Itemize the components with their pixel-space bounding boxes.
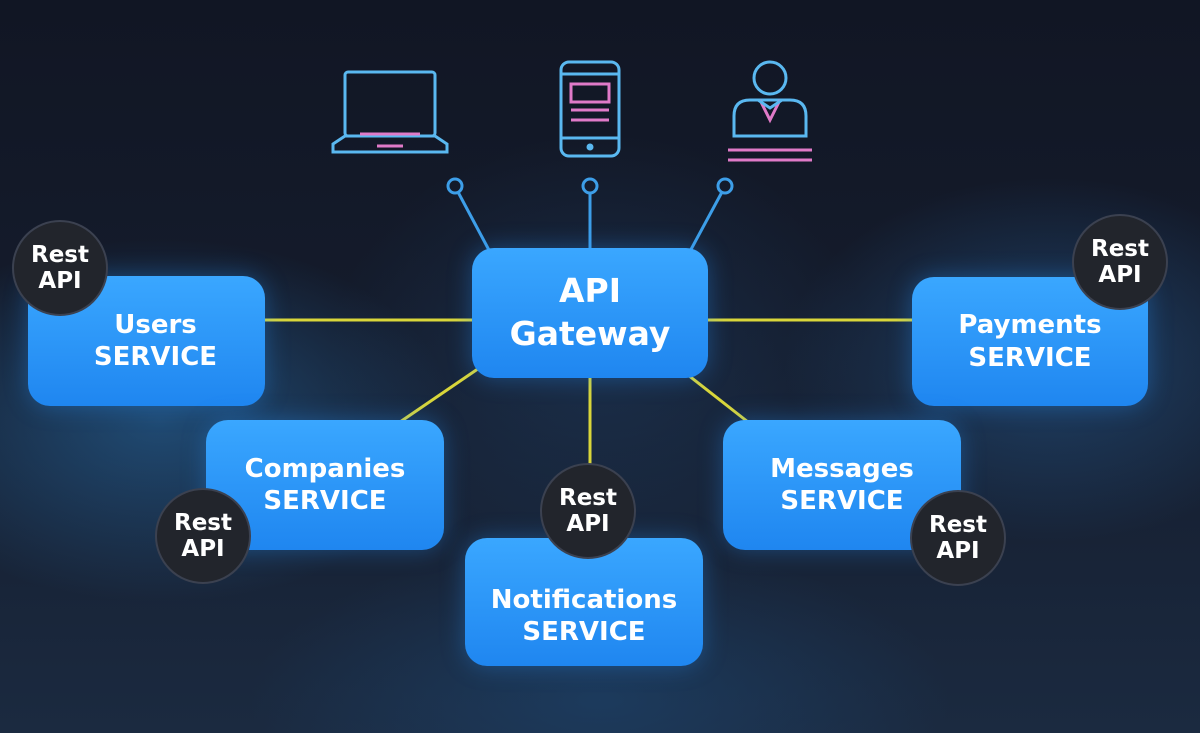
client-node-user	[716, 177, 734, 195]
companies-service-kind: SERVICE	[263, 486, 387, 516]
api-gateway-box: API Gateway	[472, 248, 708, 378]
payments-service-kind: SERVICE	[968, 342, 1092, 373]
companies-service-name: Companies	[244, 453, 406, 484]
rest-api-badge-messages: Rest API	[910, 490, 1006, 586]
notifications-service-kind: SERVICE	[522, 617, 646, 647]
notifications-service-box: Notifications SERVICE	[465, 538, 703, 666]
rest-api-badge-companies: Rest API	[155, 488, 251, 584]
connector-companies	[399, 360, 489, 424]
smartphone-icon	[559, 60, 621, 158]
connector-messages	[687, 373, 749, 424]
payments-service-name: Payments	[958, 310, 1102, 340]
messages-service-name: Messages	[770, 453, 914, 484]
client-node-laptop	[446, 177, 464, 195]
client-node-phone	[581, 177, 599, 195]
gateway-line1: API	[558, 271, 621, 311]
rest-api-badge-notifications: Rest API	[540, 463, 636, 559]
rest-api-badge-users: Rest API	[12, 220, 108, 316]
gateway-line2: Gateway	[509, 314, 671, 353]
client-connector-laptop	[456, 191, 492, 253]
client-connector-user	[686, 191, 724, 256]
laptop-icon	[331, 70, 449, 154]
users-service-name: Users	[114, 309, 197, 340]
messages-service-kind: SERVICE	[780, 486, 904, 516]
notifications-service-name: Notifications	[490, 584, 678, 615]
user-icon	[728, 60, 812, 162]
users-service-kind: SERVICE	[93, 342, 218, 372]
rest-api-badge-payments: Rest API	[1072, 214, 1168, 310]
